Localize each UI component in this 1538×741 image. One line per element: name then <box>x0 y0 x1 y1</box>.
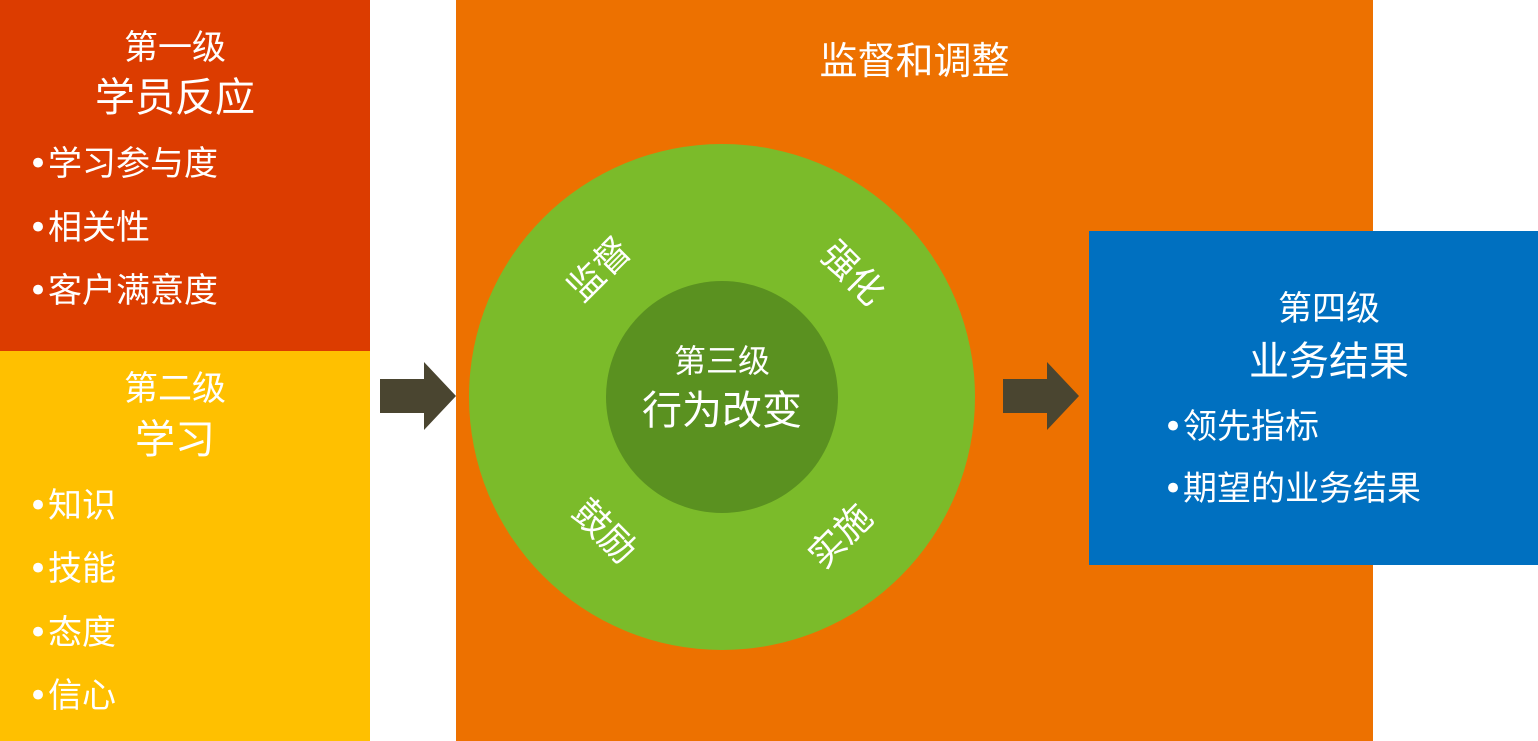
level1-bullet: •客户满意度 <box>28 271 219 311</box>
level3-title: 第三级 <box>674 342 770 380</box>
level2-title: 第二级 <box>124 369 226 409</box>
arrow-right-icon <box>380 362 456 430</box>
level2-bullet: •信心 <box>28 676 117 716</box>
level1-bullet: •相关性 <box>28 208 151 248</box>
behavior-change-cycle: 第三级 行为改变 监督 强化 鼓励 实施 <box>469 144 975 650</box>
level4-bullet: •领先指标 <box>1163 407 1320 447</box>
level1-subtitle: 学员反应 <box>95 75 255 121</box>
level2-box: 第二级 学习 •知识 •技能 •态度 •信心 <box>0 351 370 741</box>
level1-box: 第一级 学员反应 •学习参与度 •相关性 •客户满意度 <box>0 0 370 351</box>
level1-title: 第一级 <box>124 28 226 68</box>
level3-subtitle: 行为改变 <box>642 388 802 434</box>
level2-bullet: •态度 <box>28 613 117 653</box>
level2-subtitle: 学习 <box>135 417 215 463</box>
arrow-right-icon <box>1003 362 1079 430</box>
level2-bullet: •技能 <box>28 549 117 589</box>
level2-bullet: •知识 <box>28 486 117 526</box>
monitor-adjust-title: 监督和调整 <box>819 39 1010 83</box>
level1-bullet: •学习参与度 <box>28 144 219 184</box>
level4-bullet: •期望的业务结果 <box>1163 469 1422 509</box>
level4-box: 第四级 业务结果 •领先指标 •期望的业务结果 <box>1089 231 1538 565</box>
level4-subtitle: 业务结果 <box>1249 339 1409 385</box>
level4-title: 第四级 <box>1278 289 1380 329</box>
inner-circle <box>606 281 838 513</box>
